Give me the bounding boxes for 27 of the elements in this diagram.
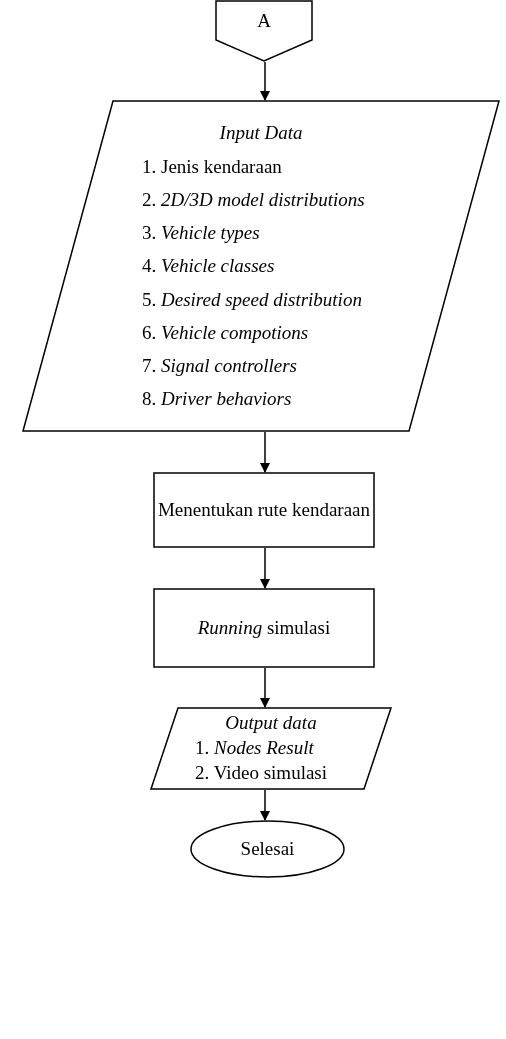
data-parallelogram — [22, 100, 500, 432]
arrow — [260, 431, 270, 473]
data-parallelogram — [150, 707, 392, 790]
process-box — [153, 472, 375, 548]
list-item: 1. Jenis kendaraan — [141, 154, 282, 179]
terminator-ellipse — [190, 820, 345, 878]
node-label: Running simulasi — [197, 615, 331, 640]
list-item: 2. Video simulasi — [194, 760, 328, 785]
node-label: Selesai — [240, 836, 295, 861]
arrow — [260, 789, 270, 821]
list-item: 2. 2D/3D model distributions — [141, 187, 365, 212]
heading-text: Input Data — [219, 121, 303, 146]
heading-text: Output data — [225, 711, 317, 736]
node-label: Menentukan rute kendaraan — [157, 497, 371, 522]
list-item: 4. Vehicle classes — [141, 254, 275, 279]
list-item: 8. Driver behaviors — [141, 387, 292, 412]
list-item: 6. Vehicle compotions — [141, 320, 309, 345]
node-label: A — [257, 8, 271, 33]
list-item: 7. Signal controllers — [141, 354, 297, 379]
arrow — [260, 61, 270, 101]
list-item: 1. Nodes Result — [194, 736, 314, 761]
process-box — [153, 588, 375, 668]
list-item: 3. Vehicle types — [141, 221, 260, 246]
arrow — [260, 667, 270, 708]
list-item: 5. Desired speed distribution — [141, 287, 362, 312]
off-page-connector — [215, 0, 313, 62]
arrow — [260, 547, 270, 589]
